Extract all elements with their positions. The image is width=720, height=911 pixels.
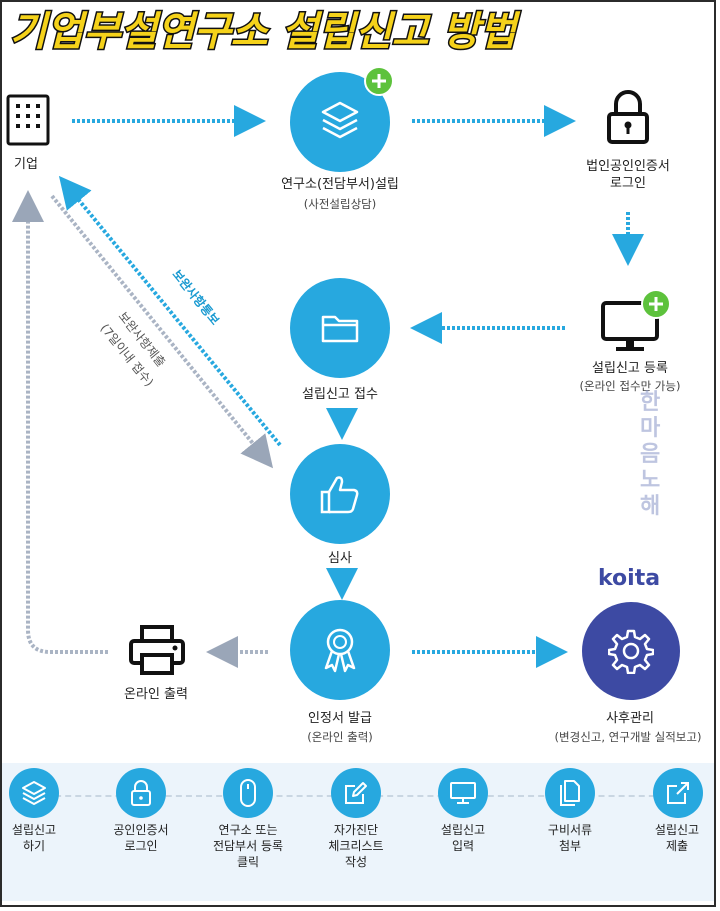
company-label: 기업: [14, 157, 38, 172]
review-circle: [290, 444, 390, 544]
step-label: 설립신고 제출: [654, 823, 700, 853]
print-label: 온라인 출력: [124, 687, 188, 702]
step-label: 설립신고 하기: [11, 823, 57, 853]
after-circle: [582, 602, 680, 700]
step-icon-circle: [116, 768, 166, 818]
step-label: 연구소 또는 전담부서 등록 클릭: [212, 823, 284, 869]
gear-icon: [608, 629, 654, 674]
title-banner: 기업부설연구소 설립신고 방법: [2, 0, 718, 60]
step-label: 공인인증서 로그인: [113, 823, 169, 853]
receipt-circle: [290, 278, 390, 378]
building-icon: [6, 94, 50, 146]
mouse-icon: [240, 779, 256, 807]
after-sublabel: (변경신고, 연구개발 실적보고): [554, 730, 702, 744]
plus-icon: [364, 66, 394, 96]
thumbs-up-icon: [320, 476, 359, 514]
layers-icon: [321, 101, 359, 139]
establish-label: 연구소(전담부서)설립: [281, 177, 399, 192]
plus-icon: [641, 289, 671, 319]
arrow-supplement-request: [58, 175, 282, 447]
review-label: 심사: [328, 551, 352, 566]
layers-icon: [22, 781, 46, 805]
printer-icon: [129, 625, 185, 675]
monitor-icon: [450, 782, 476, 804]
register-label: 설립신고 등록: [592, 361, 668, 376]
step-icon-circle: [9, 768, 59, 818]
step-label: 구비서류 첨부: [547, 823, 593, 853]
edit-icon: [345, 782, 367, 804]
page-title: 기업부설연구소 설립신고 방법: [10, 9, 520, 55]
arrow-supplement-submit: [50, 194, 274, 469]
folder-icon: [321, 315, 359, 343]
monitor-icon: [601, 301, 659, 351]
arrow-print-to-company: [12, 190, 108, 654]
issue-label: 인정서 발급: [308, 711, 372, 726]
lock-icon: [131, 780, 151, 806]
step-icon-circle: [438, 768, 488, 818]
step-label: 자가진단 체크리스트 작성: [328, 823, 384, 869]
register-sublabel: (온라인 접수만 가능): [579, 379, 681, 393]
issue-circle: [290, 600, 390, 700]
step-label: 설립신고 입력: [440, 823, 486, 853]
establish-sublabel: (사전설립상담): [303, 197, 377, 211]
award-icon: [324, 628, 356, 673]
watermark: 한마음 노해: [640, 390, 661, 519]
lock-icon: [607, 90, 649, 144]
cert-login-label: 법인공인인증서 로그인: [586, 159, 670, 191]
documents-icon: [560, 780, 580, 806]
step-icon-circle: [331, 768, 381, 818]
step-icon-circle: [653, 768, 703, 818]
step-icon-circle: [545, 768, 595, 818]
after-label: 사후관리: [606, 711, 654, 726]
establish-circle: [290, 72, 390, 172]
share-icon: [667, 782, 689, 804]
issue-sublabel: (온라인 출력): [307, 730, 373, 744]
receipt-label: 설립신고 접수: [302, 387, 378, 402]
koita-logo: koita: [598, 566, 661, 591]
step-icon-circle: [223, 768, 273, 818]
